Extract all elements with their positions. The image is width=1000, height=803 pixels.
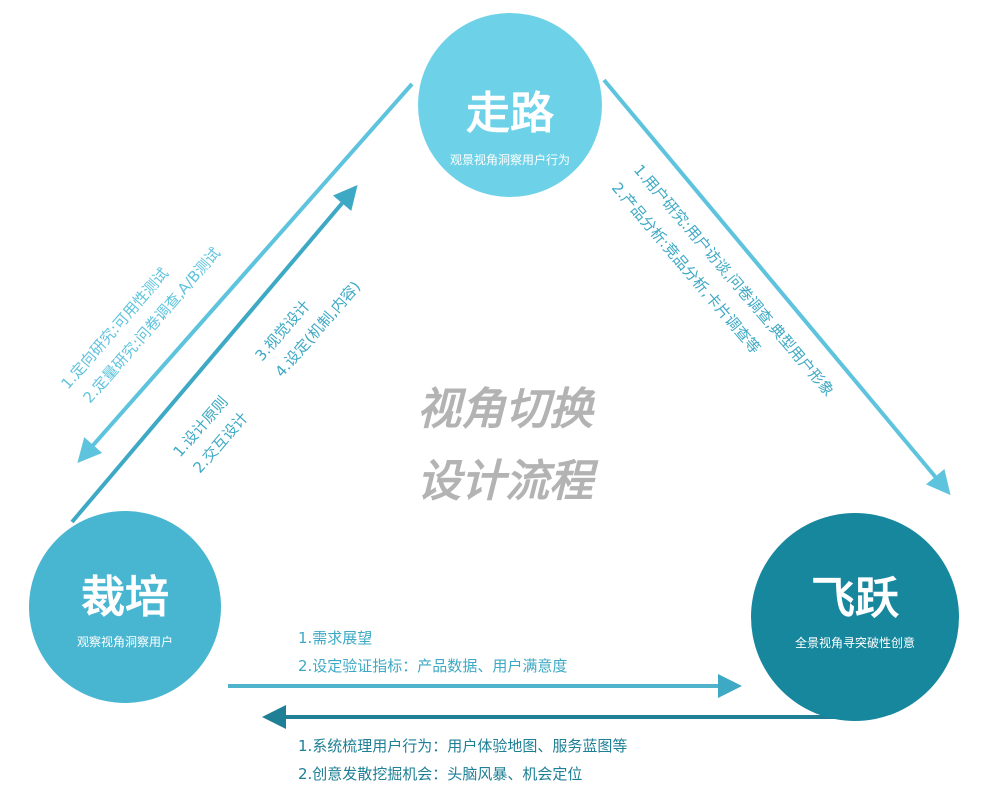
node-left-title: 裁培 bbox=[81, 572, 169, 623]
edge-top-left-line2: 2.定量研究:问卷调查,A/B测试 bbox=[79, 244, 224, 407]
edge-right-left-line1: 1.系统梳理用户行为：用户体验地图、服务蓝图等 bbox=[298, 737, 627, 755]
node-top-subtitle: 观景视角洞察用户行为 bbox=[450, 152, 570, 167]
edge-right-left-line2: 2.创意发散挖掘机会：头脑风暴、机会定位 bbox=[298, 765, 582, 783]
node-left: 裁培 观察视角洞察用户 bbox=[29, 511, 221, 703]
edge-top-right-line2: 2.产品分析:竞品分析,卡片调查等 bbox=[608, 179, 764, 357]
arrow-top-to-left bbox=[77, 82, 414, 463]
edge-left-right-line2: 2.设定验证指标：产品数据、用户满意度 bbox=[298, 657, 567, 675]
arrow-top-to-right bbox=[602, 78, 951, 496]
center-title-line1: 视角切换 bbox=[417, 384, 596, 435]
node-top: 走路 观景视角洞察用户行为 bbox=[418, 13, 602, 197]
node-top-title: 走路 bbox=[466, 88, 555, 139]
center-title-line2: 设计流程 bbox=[417, 456, 599, 507]
edge-left-right-line1: 1.需求展望 bbox=[298, 629, 372, 647]
node-right-title: 飞跃 bbox=[811, 573, 900, 624]
node-right: 飞跃 全景视角寻突破性创意 bbox=[751, 513, 959, 721]
node-left-subtitle: 观察视角洞察用户 bbox=[77, 634, 173, 649]
edge-top-right-line1: 1.用户研究:用户访谈,问卷调查,典型用户形象 bbox=[630, 161, 838, 400]
arrow-left-to-top bbox=[70, 184, 358, 524]
node-right-subtitle: 全景视角寻突破性创意 bbox=[795, 635, 915, 650]
